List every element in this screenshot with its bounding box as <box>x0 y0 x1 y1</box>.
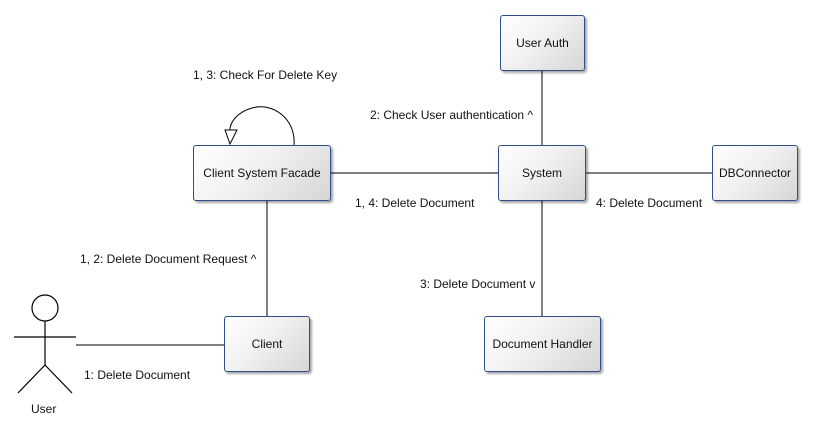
node-document-handler-label: Document Handler <box>492 337 593 351</box>
node-user-auth-label: User Auth <box>516 36 569 50</box>
node-client-system-facade-label: Client System Facade <box>203 166 321 180</box>
msg-system-to-db: 4: Delete Document <box>596 196 703 210</box>
node-client[interactable]: Client <box>224 316 310 372</box>
node-client-label: Client <box>251 337 283 351</box>
msg-facade-to-system: 1, 4: Delete Document <box>355 196 475 210</box>
msg-check-auth: 2: Check User authentication ^ <box>370 108 534 122</box>
node-system[interactable]: System <box>498 145 586 201</box>
msg-self-check: 1, 3: Check For Delete Key <box>193 68 338 82</box>
node-db-connector-label: DBConnector <box>718 166 792 180</box>
user-actor-icon <box>14 294 76 394</box>
self-loop-arrowhead <box>224 129 238 146</box>
self-loop-arrow <box>229 106 295 146</box>
node-client-system-facade[interactable]: Client System Facade <box>193 145 331 201</box>
msg-user-to-client: 1: Delete Document <box>84 368 191 382</box>
node-user-auth[interactable]: User Auth <box>500 15 585 71</box>
msg-system-to-handler: 3: Delete Document v <box>420 277 536 291</box>
node-db-connector[interactable]: DBConnector <box>712 145 798 201</box>
msg-client-to-facade: 1, 2: Delete Document Request ^ <box>80 252 257 266</box>
user-actor-label: User <box>31 402 57 416</box>
node-document-handler[interactable]: Document Handler <box>484 316 601 372</box>
node-system-label: System <box>521 166 562 180</box>
